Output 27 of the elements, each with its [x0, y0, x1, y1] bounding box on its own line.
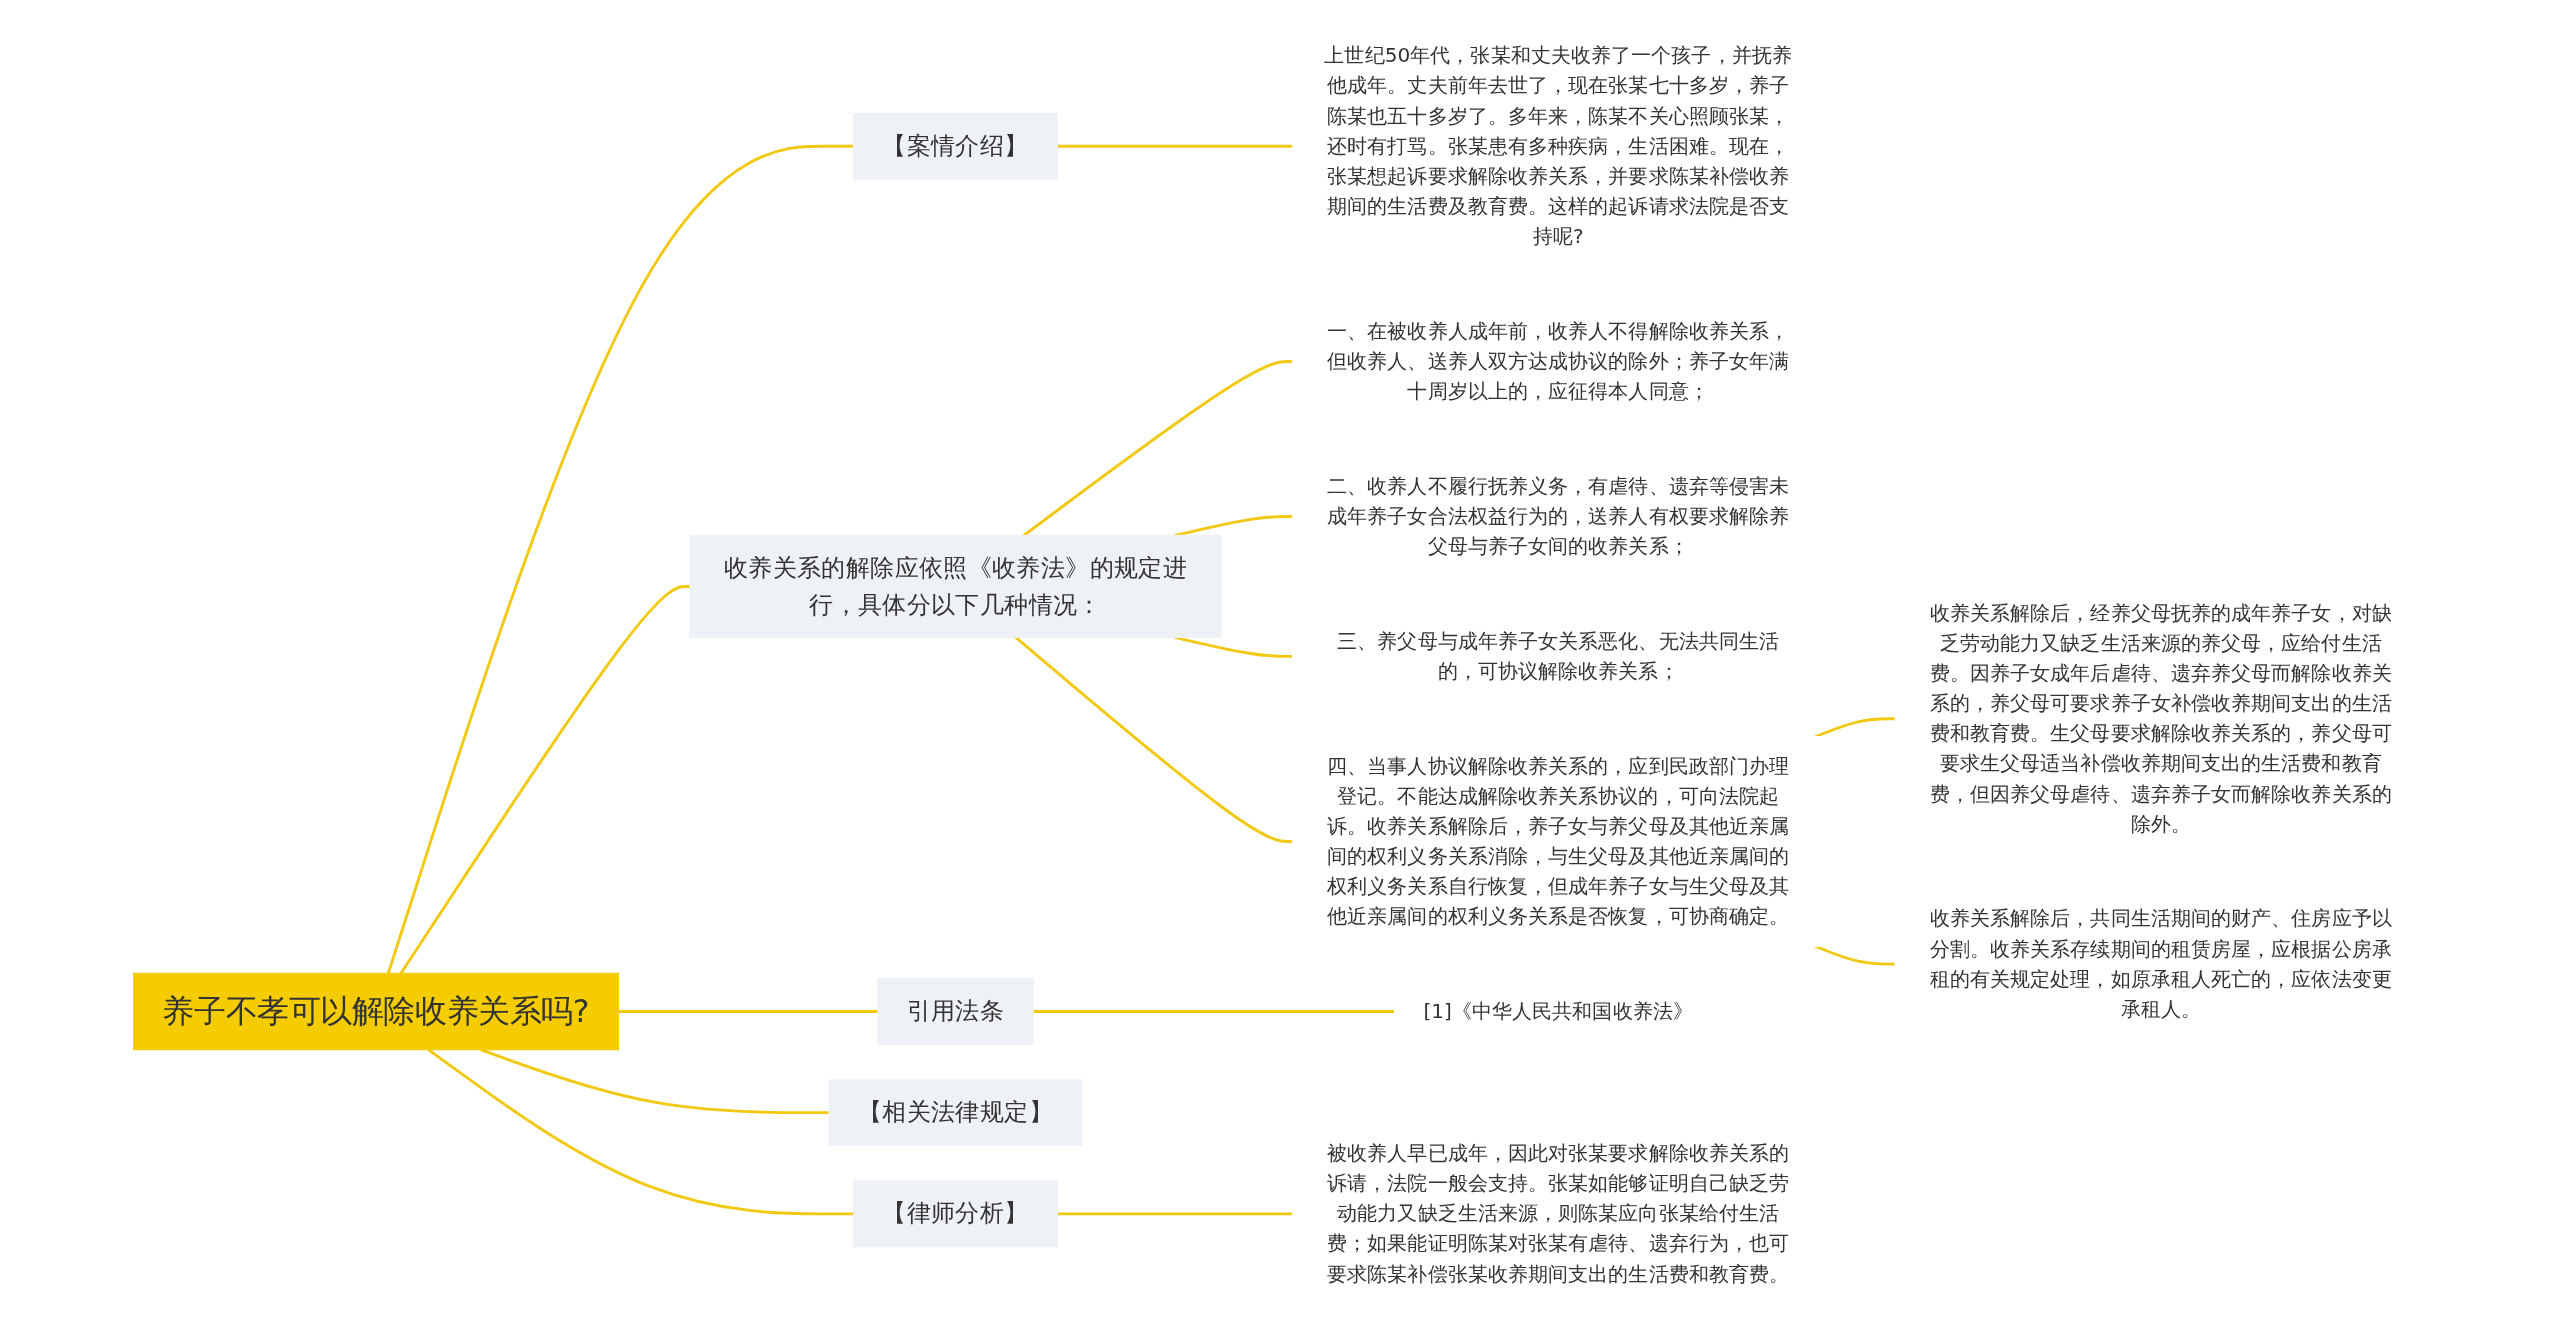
node-text: 四、当事人协议解除收养关系的，应到民政部门办理登记。不能达成解除收养关系协议的，可向法院起诉。收养关系解除后，养子女与养父母及其他近亲属间的权利义务关系消除，与生父母及其他近亲属间的权利义务关系自行恢复，但成年养子女与生父母及其他近亲属间的权利义务关系是否恢复，可协商确定。 — [1327, 753, 1790, 928]
connector — [399, 584, 691, 974]
connector — [1174, 635, 1293, 658]
connector — [1033, 1009, 1395, 1013]
node-text: 上世纪50年代，张某和丈夫收养了一个孩子，并抚养他成年。丈夫前年去世了，现在张某七十多岁，养子陈某也五十多岁了。多年来，陈某不关心照顾张某，还时有打骂。张某患有多种疾病，生活困难。现在，张某想起诉要求解除收养关系，并要求陈某补偿收养期间的生活费及教育费。这样的起诉请求法院是否支持呢? — [1324, 43, 1792, 247]
node-box: 养子不孝可以解除收养关系吗? — [133, 972, 619, 1050]
node-box: 收养关系的解除应依照《收养法》的规定进行，具体分以下几种情况： — [689, 534, 1222, 638]
node-text: 收养关系解除后，共同生活期间的财产、住房应予以分割。收养关系存续期间的租赁房屋，应根据公房承租的有关规定处理，如原承租人死亡的，应依法变更承租人。 — [1929, 906, 2392, 1020]
connector — [1022, 359, 1293, 537]
connector — [1057, 1211, 1293, 1215]
connector — [1174, 514, 1293, 537]
node-box: 【案情介绍】 — [852, 112, 1059, 180]
connector — [1014, 635, 1293, 843]
node-text: 被收养人早已成年，因此对张某要求解除收养关系的诉请，法院一般会支持。张某如能够证明自己缺乏劳动能力又缺乏生活来源，则陈某应向张某给付生活费；如果能证明陈某对张某有虐待、遗弃行为，也可要求陈某补偿张某收养期间支出的生活费和教育费。 — [1327, 1140, 1790, 1285]
node-text: [1]《中华人民共和国收养法》 — [1423, 998, 1693, 1022]
node-box: 引用法条 — [877, 977, 1034, 1045]
connector — [1057, 144, 1293, 148]
connector — [1814, 716, 1896, 738]
node-box: 【律师分析】 — [852, 1180, 1059, 1247]
connector — [618, 1009, 878, 1013]
node-text: 收养关系解除后，经养父母抚养的成年养子女，对缺乏劳动能力又缺乏生活来源的养父母，应给付生活费。因养子女成年后虐待、遗弃养父母而解除收养关系的，养父母可要求养子女补偿收养期间支出的生活费和教育费。生父母要求解除收养关系的，养父母可要求生父母适当补偿收养期间支出的生活费和教育费，但因养父母虐待、遗弃养子女而解除收养关系的除外。 — [1929, 600, 2392, 835]
connector — [1814, 944, 1896, 966]
node-text: 一、在被收养人成年前，收养人不得解除收养关系，但收养人、送养人双方达成协议的除外；养子女年满十周岁以上的，应征得本人同意； — [1327, 318, 1790, 402]
node-text: 二、收养人不履行抚养义务，有虐待、遗弃等侵害未成年养子女合法权益行为的，送养人有权要求解除养父母与养子女间的收养关系； — [1327, 473, 1790, 557]
node-box: 【相关法律规定】 — [828, 1078, 1083, 1146]
connector — [386, 144, 854, 974]
node-text: 三、养父母与成年养子女关系恶化、无法共同生活的，可协议解除收养关系； — [1337, 628, 1780, 682]
